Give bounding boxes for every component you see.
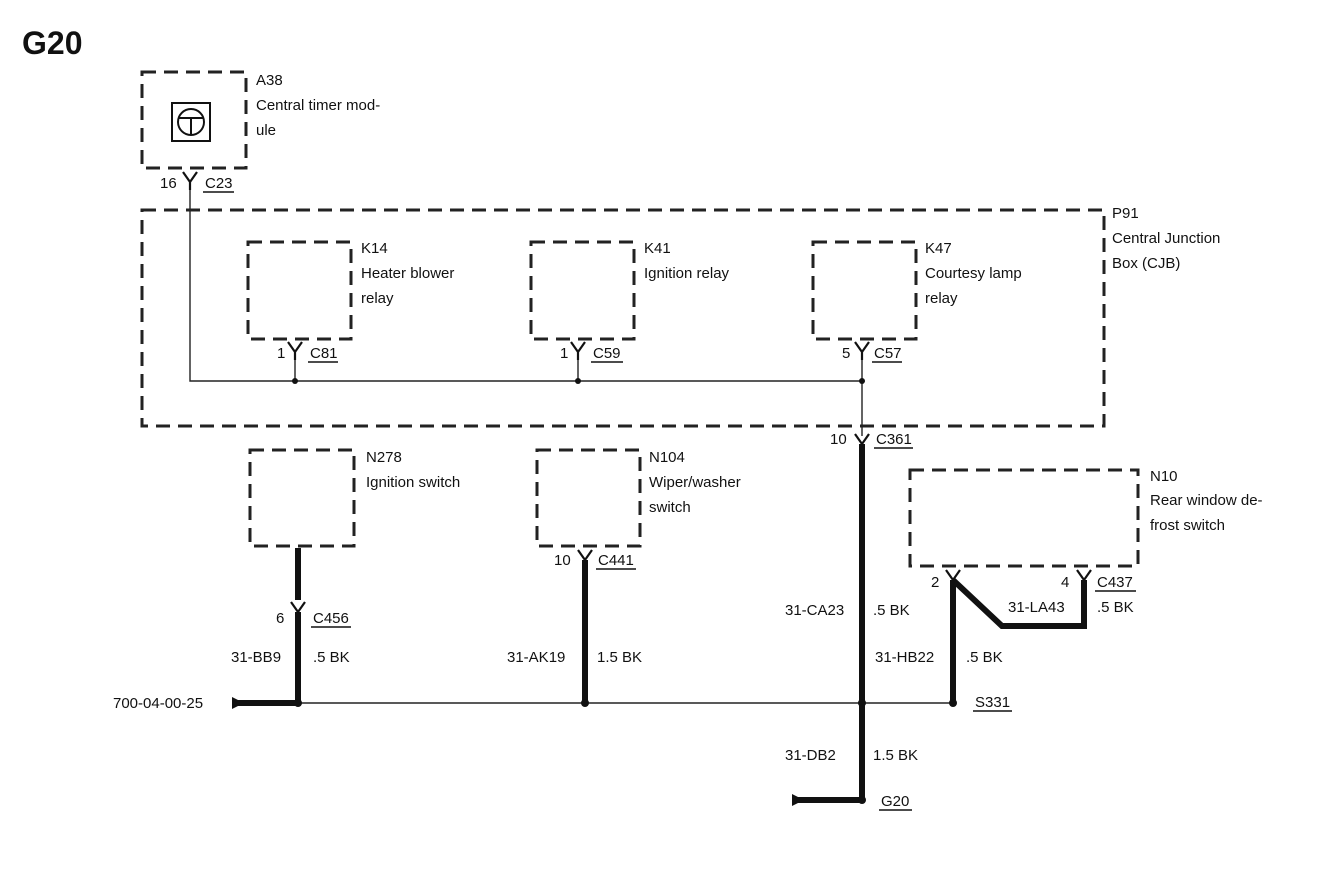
connector-c81-pin [287,341,303,360]
ground-g20-label: G20 [881,793,909,810]
component-p91[interactable] [140,208,1106,428]
wire-31-la43 [950,577,1087,629]
k47-id: K47 [925,240,952,257]
c23-pin-number: 16 [160,175,177,192]
reference-label[interactable]: 700-04-00-25 [113,695,203,712]
c441-label: C441 [598,552,634,569]
c57-pin-number: 5 [842,345,850,362]
a38-name-line1: Central timer mod- [256,97,380,114]
la43-code: 31-LA43 [1008,599,1065,616]
p91-name-line1: Central Junction [1112,230,1220,247]
db2-spec: 1.5 BK [873,747,918,764]
c456-label: C456 [313,610,349,627]
ca23-spec: .5 BK [873,602,910,619]
k41-id: K41 [644,240,671,257]
k14-name-line1: Heater blower [361,265,454,282]
n278-id: N278 [366,449,402,466]
timer-icon [171,102,211,142]
component-n10[interactable] [908,468,1140,568]
connector-c437-pin-4 [1076,569,1092,582]
n10-name-line1: Rear window de- [1150,492,1263,509]
splice-s331-label: S331 [975,694,1010,711]
p91-id: P91 [1112,205,1139,222]
ground-arrow-icon [792,794,866,806]
connector-c441-pin [577,549,593,562]
ca23-code: 31-CA23 [785,602,844,619]
connector-c456-pin [290,601,306,614]
ak19-code: 31-AK19 [507,649,565,666]
component-k47[interactable] [811,240,918,341]
n10-name-line2: frost switch [1150,517,1225,534]
c23-label: C23 [205,175,233,192]
connector-c59-pin [570,341,586,360]
connector-c23-pin [182,171,198,190]
k14-name-line2: relay [361,290,394,307]
n104-name-line1: Wiper/washer [649,474,741,491]
c59-pin-number: 1 [560,345,568,362]
cjb-internal-bus [189,190,862,382]
c59-label: C59 [593,345,621,362]
k14-id: K14 [361,240,388,257]
db2-code: 31-DB2 [785,747,836,764]
bb9-code: 31-BB9 [231,649,281,666]
component-n104[interactable] [535,448,642,548]
c81-label: C81 [310,345,338,362]
hb22-spec: .5 BK [966,649,1003,666]
c437-pin2-number: 2 [931,574,939,591]
c437-label: C437 [1097,574,1133,591]
c57-label: C57 [874,345,902,362]
p91-name-line2: Box (CJB) [1112,255,1180,272]
connector-c57-pin [854,341,870,360]
reference-arrow-icon[interactable] [232,697,298,709]
page-title: G20 [22,25,82,61]
n10-id: N10 [1150,468,1178,485]
component-k41[interactable] [529,240,636,341]
c437-pin4-number: 4 [1061,574,1069,591]
n104-id: N104 [649,449,685,466]
component-k14[interactable] [246,240,353,341]
c441-pin-number: 10 [554,552,571,569]
ak19-spec: 1.5 BK [597,649,642,666]
n104-name-line2: switch [649,499,691,516]
c361-label: C361 [876,431,912,448]
hb22-code: 31-HB22 [875,649,934,666]
k47-name-line2: relay [925,290,958,307]
k41-name-line1: Ignition relay [644,265,730,282]
c361-pin-number: 10 [830,431,847,448]
connector-c437-pin-2 [945,569,961,582]
c81-pin-number: 1 [277,345,285,362]
a38-name-line2: ule [256,122,276,139]
k47-name-line1: Courtesy lamp [925,265,1022,282]
component-a38[interactable] [140,70,248,170]
component-n278[interactable] [248,448,356,548]
c456-pin-number: 6 [276,610,284,627]
la43-spec: .5 BK [1097,599,1134,616]
a38-id: A38 [256,72,283,89]
bb9-spec: .5 BK [313,649,350,666]
n278-name-line1: Ignition switch [366,474,460,491]
